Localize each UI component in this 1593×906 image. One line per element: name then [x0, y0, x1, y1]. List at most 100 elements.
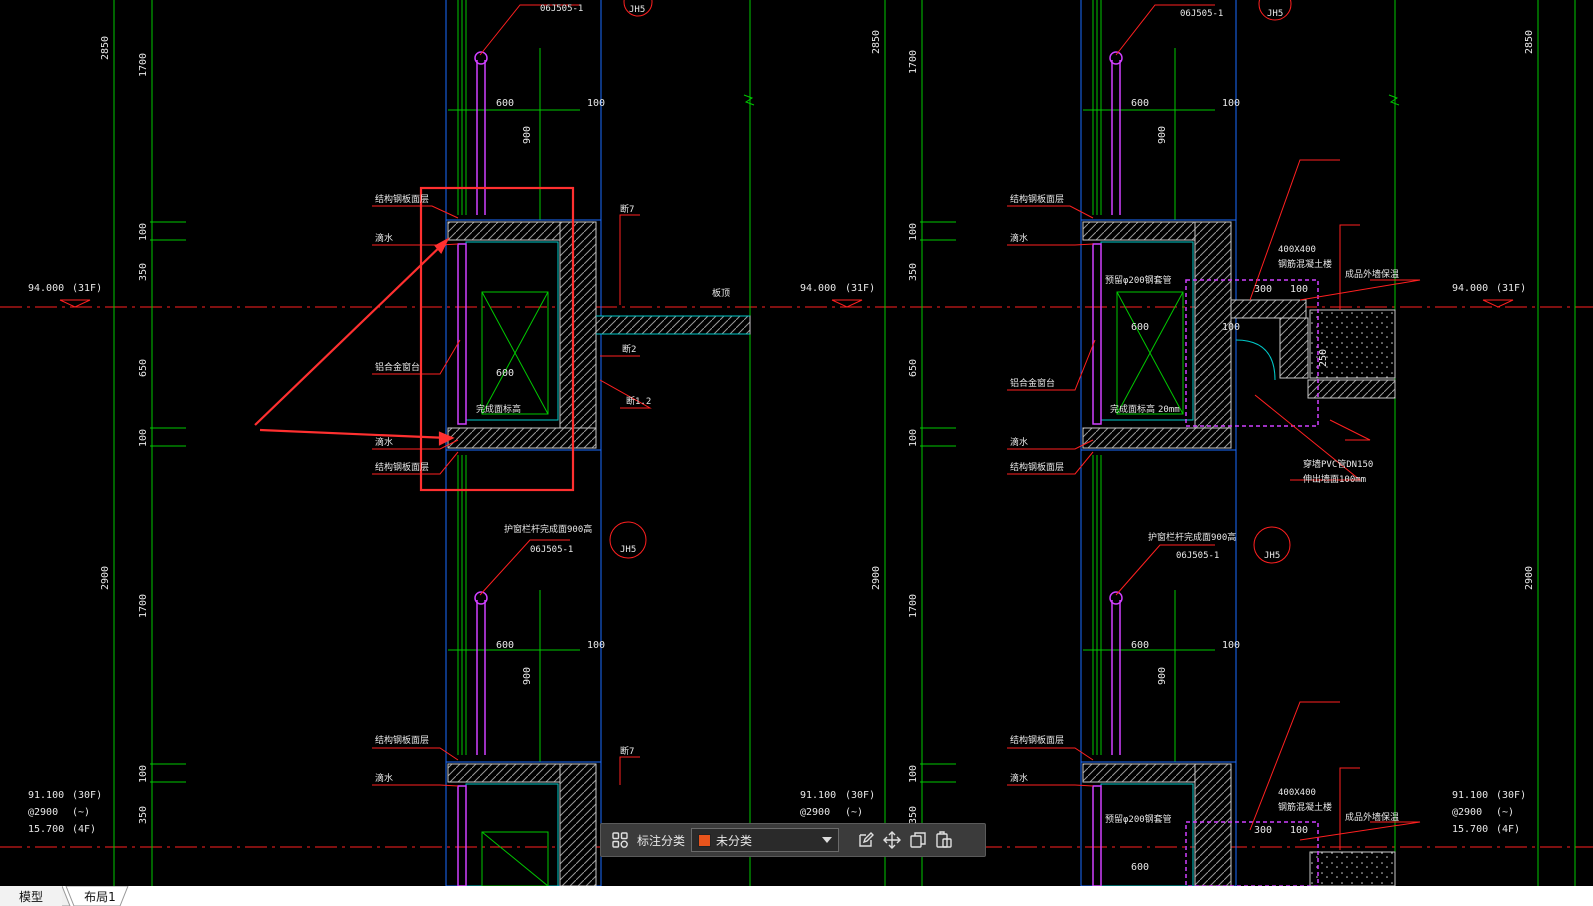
dim-text: 2900: [100, 566, 111, 590]
category-select-value: 未分类: [716, 833, 753, 848]
elevation-floor: (31F): [845, 283, 875, 294]
label: 400X400: [1278, 245, 1316, 255]
layout-tab-bar: 模型 布局1: [0, 886, 1593, 906]
label: 滴水: [1010, 772, 1028, 784]
dim-text: 2850: [871, 30, 882, 54]
bottom-level-floor: (30F): [1496, 790, 1526, 801]
dim-text: 100: [908, 429, 919, 447]
dim-text: 300: [1254, 284, 1272, 295]
detail-ref: JH5: [1264, 551, 1280, 561]
railing-note: 护窗栏杆完成面900高: [504, 523, 592, 535]
elevation-level: 94.000: [800, 283, 836, 294]
bottom-level: 91.100: [1452, 790, 1488, 801]
annotation-toolbar: 标注分类 未分类: [600, 823, 986, 857]
spec-ref: 06J505-1: [530, 545, 573, 555]
railing-note: 护窗栏杆完成面900高: [1148, 531, 1236, 543]
category-color-swatch: [698, 833, 712, 847]
label: 铝合金窗台: [375, 361, 420, 373]
label: 结构钢板面层: [1010, 734, 1064, 746]
dim-text: 2850: [1524, 30, 1535, 54]
dim-text: 100: [1222, 640, 1240, 651]
bottom-step: @2900: [800, 807, 830, 818]
dim-text: 100: [908, 223, 919, 241]
dim-text: 650: [138, 359, 149, 377]
dim-text: 900: [1157, 126, 1168, 144]
label: 预留φ200钢套管: [1105, 274, 1172, 286]
dim-text: 100: [138, 223, 149, 241]
bottom-step-floor: (~): [845, 807, 863, 818]
dim-text: 2900: [1524, 566, 1535, 590]
detail-ref: JH5: [1267, 9, 1283, 19]
dim-text: 2850: [100, 36, 111, 60]
bottom-step: @2900: [28, 807, 58, 818]
dim-text: 100: [1290, 284, 1308, 295]
bottom-step: @2900: [1452, 807, 1482, 818]
tab-model[interactable]: 模型: [0, 886, 62, 906]
dim-text: 1700: [908, 594, 919, 618]
bottom-step-floor: (~): [1496, 807, 1514, 818]
copy-icon[interactable]: [905, 827, 931, 853]
dim-text: 350: [908, 263, 919, 281]
label: 滴水: [1010, 436, 1028, 448]
dim-text: 600: [496, 368, 514, 379]
label: 穿墙PVC管DN150: [1303, 458, 1373, 470]
dim-text: 100: [587, 640, 605, 651]
edit-icon[interactable]: [853, 827, 879, 853]
elevation-floor: (31F): [72, 283, 102, 294]
tab-layout1[interactable]: 布局1: [84, 889, 116, 904]
dim-text: 100: [1222, 322, 1240, 333]
dim-text: 900: [522, 667, 533, 685]
detail-ref: JH5: [629, 5, 645, 15]
label: 结构钢板面层: [375, 734, 429, 746]
label: 伸出墙面100mm: [1303, 473, 1366, 485]
section-ref: 断7: [620, 203, 634, 215]
label: 钢筋混凝土楼: [1278, 801, 1332, 813]
bottom-base-floor: (4F): [72, 824, 96, 835]
dim-text: 100: [587, 98, 605, 109]
bottom-level: 91.100: [28, 790, 64, 801]
dim-text: 600: [1131, 98, 1149, 109]
section-ref: 断1.2: [626, 395, 651, 407]
dim-text: 1700: [908, 50, 919, 74]
move-icon[interactable]: [879, 827, 905, 853]
label: 成品外墙保温: [1345, 811, 1399, 823]
bottom-level-floor: (30F): [72, 790, 102, 801]
bottom-step-floor: (~): [72, 807, 90, 818]
bottom-level-floor: (30F): [845, 790, 875, 801]
dim-text: 600: [496, 98, 514, 109]
cad-drawing-canvas[interactable]: 2850 1700 100 350 650 100 2900 1700 100 …: [0, 0, 1593, 886]
label: 400X400: [1278, 788, 1316, 798]
annotation-category-select[interactable]: 未分类: [691, 828, 840, 852]
label: 滴水: [375, 772, 393, 784]
paste-icon[interactable]: [931, 827, 957, 853]
label: 滴水: [1010, 232, 1028, 244]
elevation-floor: (31F): [1496, 283, 1526, 294]
detail-ref: JH5: [620, 545, 636, 555]
label: 结构钢板面层: [375, 461, 429, 473]
highlight-box: [419, 186, 575, 492]
dim-text: 100: [1222, 98, 1240, 109]
section-ref: 断2: [622, 343, 636, 355]
dim-text: 600: [1131, 862, 1149, 873]
dim-text: 1700: [138, 53, 149, 77]
dim-text: 350: [138, 806, 149, 824]
dim-text: 650: [908, 359, 919, 377]
dim-text: 1700: [138, 594, 149, 618]
label: 20mm: [1158, 405, 1180, 415]
annotation-category-label: 标注分类: [637, 833, 686, 848]
elevation-level: 94.000: [28, 283, 64, 294]
section-ref: 断7: [620, 745, 634, 757]
dim-text: 600: [1131, 640, 1149, 651]
dim-text: 600: [496, 640, 514, 651]
dim-text: 100: [138, 765, 149, 783]
spec-ref: 06J505-1: [1176, 551, 1219, 561]
label: 板顶: [712, 287, 730, 299]
dim-text: 900: [1157, 667, 1168, 685]
dim-text: 100: [908, 765, 919, 783]
elevation-level: 94.000: [1452, 283, 1488, 294]
dim-text: 350: [908, 806, 919, 824]
label: 结构钢板面层: [375, 193, 429, 205]
grid-icon[interactable]: [607, 827, 633, 853]
dim-text: 900: [522, 126, 533, 144]
dim-text: 350: [138, 263, 149, 281]
